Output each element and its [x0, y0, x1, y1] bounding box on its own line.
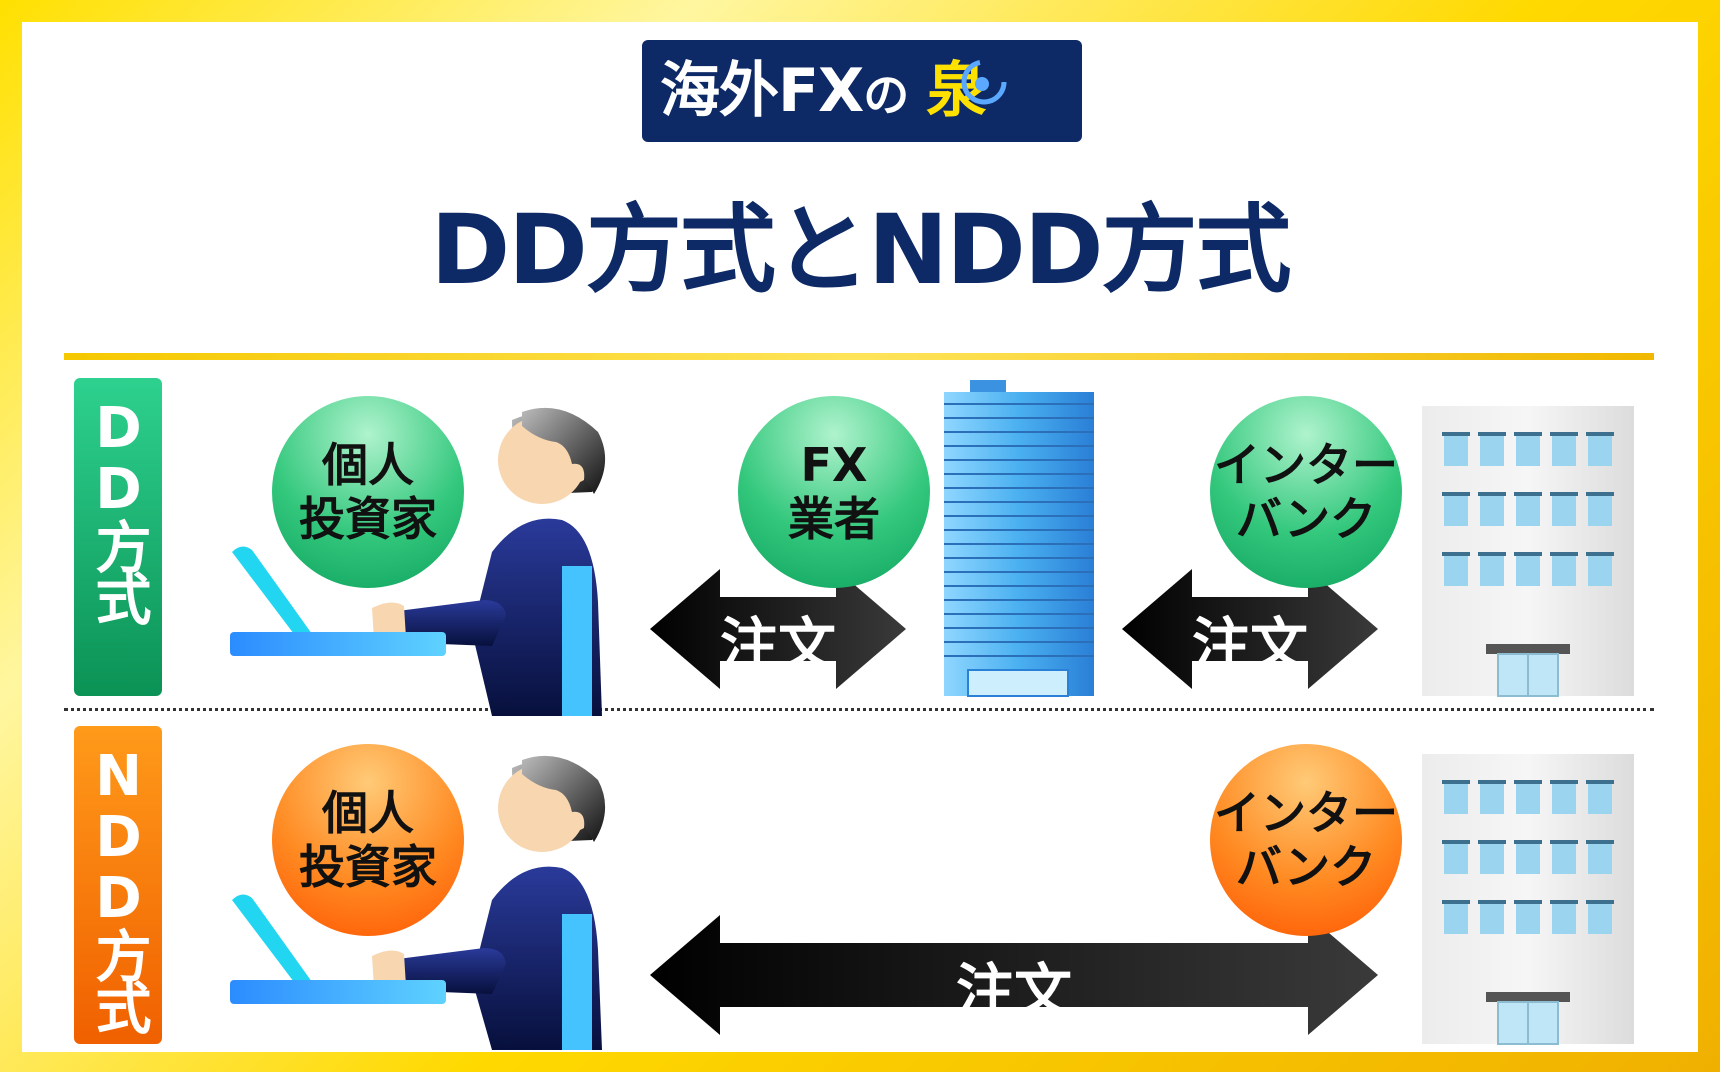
gold-divider: [64, 353, 1654, 360]
water-drop-icon: [961, 59, 1007, 105]
dd-order-label-1: 注文: [719, 611, 836, 679]
dd-order-label-2: 注文: [1191, 611, 1308, 679]
dd-broker-badge: FX 業者: [738, 396, 930, 588]
content-panel: 海外FXの泉 DD方式とNDD方式 DD方式 NDD方式 個人 投資家: [22, 22, 1698, 1052]
ndd-order-arrow: [650, 915, 1378, 1035]
fx-broker-building-icon: [944, 380, 1094, 697]
ndd-investor-illustration-icon: [230, 755, 606, 1050]
ndd-interbank-building-icon: [1422, 754, 1634, 1045]
dd-investor-badge: 個人 投資家: [272, 396, 464, 588]
ndd-interbank-badge: インター バンク: [1210, 744, 1402, 936]
dd-method-tab: DD方式: [74, 378, 162, 696]
dd-method-label: DD方式: [86, 396, 151, 622]
ndd-order-label: 注文: [955, 957, 1072, 1025]
logo-text: 海外FXの泉: [660, 56, 986, 126]
interbank-building-icon: [1422, 406, 1634, 697]
ndd-method-tab: NDD方式: [74, 726, 162, 1044]
dd-investor-illustration-icon: [230, 407, 606, 716]
page-title: DD方式とNDD方式: [430, 194, 1291, 306]
dd-interbank-badge: インター バンク: [1210, 396, 1402, 588]
dotted-divider: [64, 708, 1654, 711]
dd-order-arrow-1: [650, 569, 906, 689]
site-logo[interactable]: 海外FXの泉: [642, 40, 1082, 142]
ndd-method-label: NDD方式: [86, 744, 151, 1031]
dd-order-arrow-2: [1122, 569, 1378, 689]
ndd-investor-badge: 個人 投資家: [272, 744, 464, 936]
